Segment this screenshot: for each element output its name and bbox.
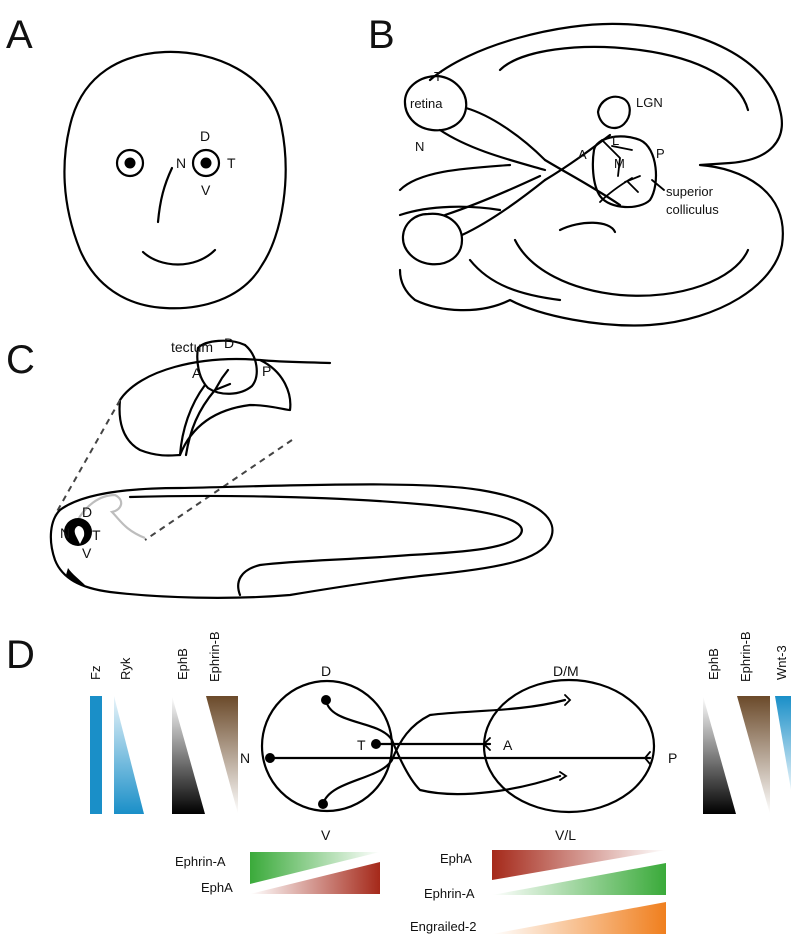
label-ephrinb-left: Ephrin-B: [207, 631, 222, 682]
label-epha-right: EphA: [440, 851, 472, 866]
panel-b: B T retina N LGN L A M P: [368, 13, 783, 325]
chiasm-1: [545, 160, 620, 205]
embryo-body: [51, 484, 553, 597]
panel-c: C tectum D A P D N T V: [6, 335, 552, 598]
superior-colliculus: [593, 136, 656, 207]
bar-ephb-right: [703, 696, 736, 814]
label-d-tectum-dm: D/M: [553, 663, 579, 679]
label-d-tectum-p: P: [668, 750, 677, 766]
label-c-p: P: [262, 363, 271, 379]
label-ephb-left: EphB: [175, 648, 190, 680]
brain-fold-1: [500, 47, 748, 110]
mouth: [143, 250, 215, 265]
axon-dorsal-body: [321, 695, 331, 705]
face-outline: [64, 52, 285, 308]
panel-d: D Fz Ryk EphB Ephrin-B EphB Ephrin-B Wnt…: [6, 631, 791, 934]
embryo-cement-gland: [66, 568, 85, 585]
axon-ventral-body: [318, 799, 328, 809]
panel-b-letter: B: [368, 13, 395, 57]
panel-a-letter: A: [6, 13, 33, 57]
bar-ryk: [114, 696, 144, 814]
grad-engrailed2: [492, 902, 666, 934]
brain-fold-2: [515, 240, 748, 296]
left-pupil: [125, 158, 136, 169]
axon-temporal-body: [371, 739, 381, 749]
bar-ephrinb-right: [737, 696, 770, 814]
label-c-eye-n: N: [60, 525, 70, 541]
axon-nasal-body: [265, 753, 275, 763]
label-a-v: V: [201, 182, 211, 198]
label-c-tectum: tectum: [171, 339, 213, 355]
label-fz: Fz: [88, 666, 103, 680]
lower-fold: [560, 223, 615, 232]
label-wnt3: Wnt-3: [774, 645, 789, 680]
label-b-m: M: [614, 156, 625, 171]
label-b-n: N: [415, 139, 424, 154]
bar-ephb-left: [172, 696, 205, 814]
label-engrailed2: Engrailed-2: [410, 919, 477, 934]
label-ephb-right: EphB: [706, 648, 721, 680]
label-c-eye-t: T: [92, 527, 101, 543]
label-ephrinb-right: Ephrin-B: [738, 631, 753, 682]
label-d-retina-v: V: [321, 827, 331, 843]
retina-lower: [403, 214, 462, 264]
label-b-t: T: [434, 69, 442, 84]
bar-ephrinb-left: [206, 696, 238, 814]
label-b-lgn: LGN: [636, 95, 663, 110]
panel-c-letter: C: [6, 338, 35, 382]
panel-d-letter: D: [6, 633, 35, 677]
brain-fold-3: [470, 260, 560, 300]
label-ryk: Ryk: [118, 657, 133, 680]
colliculus-projections: [600, 140, 640, 202]
label-epha-left: EphA: [201, 880, 233, 895]
label-c-eye-d: D: [82, 504, 92, 520]
optic-nerve-upper-b: [440, 130, 545, 170]
lgn: [598, 97, 630, 128]
bar-fz: [90, 696, 102, 814]
bar-wnt3: [775, 696, 791, 790]
label-d-retina-n: N: [240, 750, 250, 766]
label-d-tectum-vl: V/L: [555, 827, 576, 843]
nose: [158, 168, 172, 222]
label-b-l: L: [612, 133, 619, 148]
label-b-a: A: [578, 147, 587, 162]
label-c-a: A: [192, 365, 202, 381]
label-b-colliculus: colliculus: [666, 202, 719, 217]
label-a-d: D: [200, 128, 210, 144]
label-b-retina: retina: [410, 96, 443, 111]
label-d-tectum-a: A: [503, 737, 513, 753]
label-a-n: N: [176, 155, 186, 171]
right-pupil: [201, 158, 212, 169]
label-ephrina-right: Ephrin-A: [424, 886, 475, 901]
label-d-retina-d: D: [321, 663, 331, 679]
label-c-eye-v: V: [82, 545, 92, 561]
label-a-t: T: [227, 155, 236, 171]
label-ephrina-left: Ephrin-A: [175, 854, 226, 869]
label-b-superior: superior: [666, 184, 714, 199]
label-c-d: D: [224, 335, 234, 351]
brain-outline: [400, 24, 783, 326]
label-b-p: P: [656, 146, 665, 161]
optic-nerve-upper-a: [466, 108, 545, 160]
panel-a: A D N T V: [6, 13, 286, 308]
label-d-retina-t: T: [357, 737, 366, 753]
brain-fold-4: [400, 165, 510, 190]
